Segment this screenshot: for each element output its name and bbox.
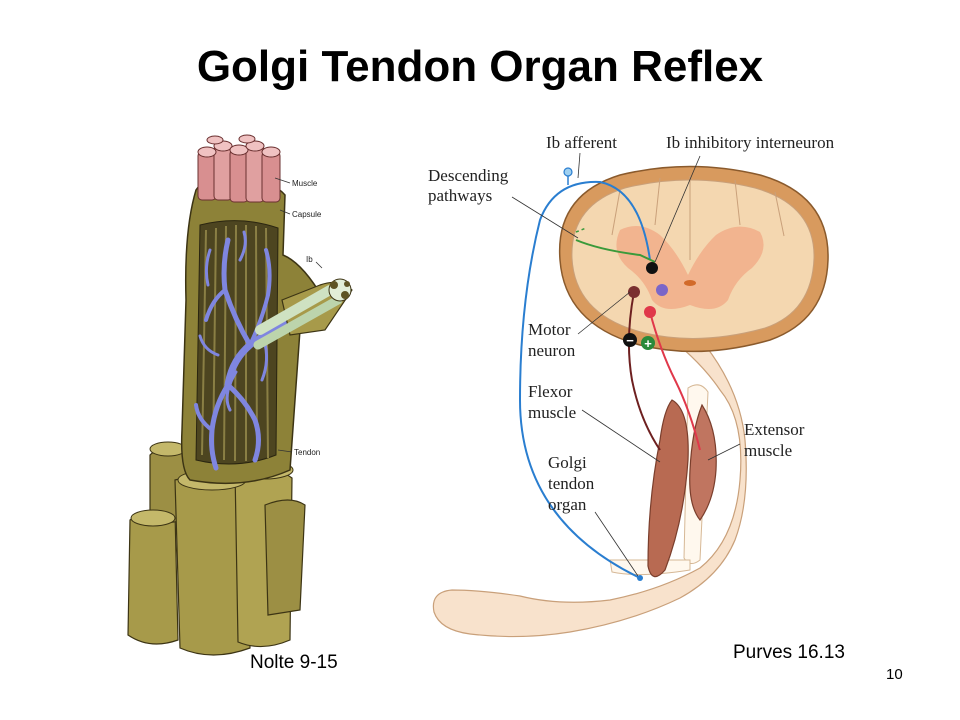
- label-pathways: pathways: [428, 186, 492, 205]
- label-motor: Motor: [528, 320, 571, 339]
- label-muscle: Muscle: [292, 179, 318, 188]
- ib-afferent-fiber: [518, 180, 651, 579]
- label-extensor-muscle: muscle: [744, 441, 792, 460]
- plus-symbol: +: [644, 336, 652, 351]
- label-descending: Descending: [428, 166, 509, 185]
- motor-neuron-purple: [656, 284, 668, 296]
- label-ib-inhibitory-interneuron: Ib inhibitory interneuron: [666, 133, 835, 152]
- slide-title: Golgi Tendon Organ Reflex: [196, 42, 764, 91]
- golgi-tendon-organ-illustration: Muscle Capsule Ib Tendon: [127, 134, 353, 656]
- inhibitory-sign: [623, 333, 637, 347]
- label-organ: organ: [548, 495, 587, 514]
- page-number: 10: [886, 666, 903, 683]
- spinal-cord-section: [558, 165, 829, 353]
- label-tendon: tendon: [548, 474, 595, 493]
- descending-pathway: [575, 239, 656, 263]
- arm-illustration: [432, 329, 747, 638]
- label-neuron: neuron: [528, 341, 576, 360]
- flexor-motor-neuron: [628, 286, 640, 298]
- extensor-motor-neuron: [644, 306, 656, 318]
- label-extensor: Extensor: [744, 420, 805, 439]
- golgi-tendon-organ-marker: [637, 575, 643, 581]
- label-ib: Ib: [306, 255, 313, 264]
- excitatory-sign: [641, 336, 655, 350]
- reflex-circuit-diagram: − + Ib afferent Ib inhibitory interneuro…: [428, 133, 835, 638]
- dorsal-root-ganglion: [563, 167, 573, 177]
- label-golgi: Golgi: [548, 453, 587, 472]
- flexor-motor-axon: [627, 291, 661, 451]
- left-figure-caption: Nolte 9-15: [250, 652, 338, 673]
- minus-symbol: −: [626, 333, 634, 348]
- right-figure-caption: Purves 16.13: [733, 642, 845, 663]
- muscle-fibers: [197, 134, 281, 203]
- flexor-muscle: [647, 399, 689, 578]
- label-tendon: Tendon: [294, 448, 320, 457]
- ib-axon-bundle: [253, 278, 353, 350]
- label-flexor: Flexor: [528, 382, 573, 401]
- label-flexor-muscle: muscle: [528, 403, 576, 422]
- label-capsule: Capsule: [292, 210, 322, 219]
- ib-interneuron-soma: [646, 262, 658, 274]
- extensor-motor-axon: [649, 311, 701, 451]
- label-ib-afferent: Ib afferent: [546, 133, 617, 152]
- ib-nerve-terminals: [194, 230, 304, 471]
